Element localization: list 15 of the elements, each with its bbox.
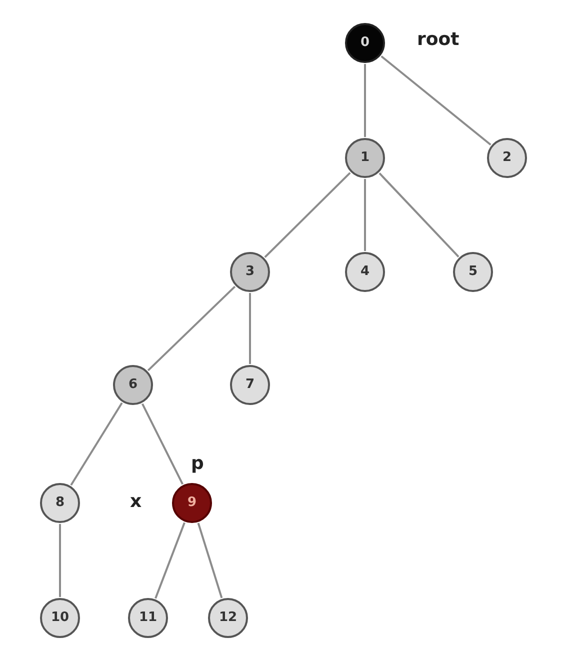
tree-edge bbox=[70, 402, 123, 486]
tree-edge bbox=[380, 55, 492, 146]
node-label: x bbox=[130, 493, 142, 511]
tree-edge bbox=[197, 522, 223, 598]
tree-edge bbox=[364, 179, 366, 251]
tree-edge bbox=[154, 522, 186, 599]
node-label: root bbox=[417, 31, 460, 49]
tree-edge bbox=[378, 172, 460, 258]
tree-edge bbox=[249, 293, 251, 364]
node-label: p bbox=[191, 455, 204, 473]
tree-edge bbox=[142, 403, 184, 485]
tree-edge bbox=[364, 64, 366, 137]
tree-edge bbox=[59, 524, 61, 597]
tree-edge bbox=[264, 172, 351, 258]
tree-edge bbox=[147, 286, 236, 372]
